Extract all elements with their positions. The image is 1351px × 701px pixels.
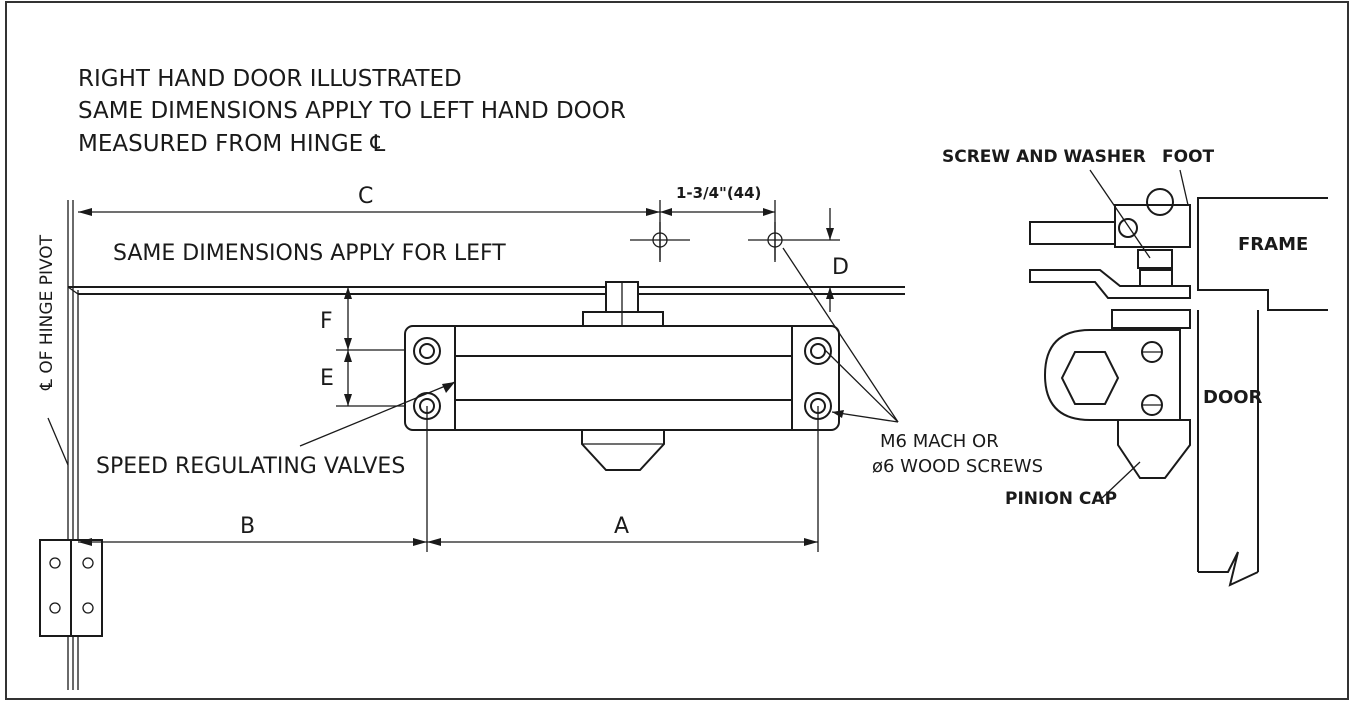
mounting-hole-top-right [804, 337, 832, 365]
screws-leader [782, 247, 899, 423]
speed-valves-label: SPEED REGULATING VALVES [96, 454, 405, 479]
note-measured-from-hinge: MEASURED FROM HINGE ℄ [78, 131, 385, 157]
dimension-b [78, 538, 427, 546]
hinge-pivot-label: ℄ OF HINGE PIVOT [37, 234, 57, 391]
pinion-cap-label: PINION CAP [1005, 489, 1117, 509]
note-right-hand-door: RIGHT HAND DOOR ILLUSTRATED [78, 66, 462, 92]
door-top-edge [67, 286, 905, 295]
frame-side-view [1197, 197, 1328, 311]
note-same-dimensions: SAME DIMENSIONS APPLY TO LEFT HAND DOOR [78, 98, 626, 124]
screw-washer-leader [1089, 169, 1151, 259]
dimension-f-label: F [320, 309, 333, 334]
closer-side-body [1043, 309, 1191, 479]
drawing-border [5, 1, 1349, 700]
hinge-pivot-leader [47, 417, 69, 466]
dimension-d [826, 208, 834, 312]
mounting-hole-top-left [413, 337, 441, 365]
frame-label: FRAME [1238, 234, 1308, 255]
speed-valves-leader [299, 381, 456, 447]
dimension-c-label: C [358, 184, 373, 209]
dimension-f-e [336, 287, 425, 407]
foot-label: FOOT [1162, 147, 1215, 167]
screws-label-line1: M6 MACH OR [880, 431, 999, 452]
dimension-a [426, 406, 819, 552]
dimension-d-label: D [832, 255, 849, 280]
foot-leader [1179, 169, 1189, 206]
template-hole-right [748, 222, 840, 260]
door-closer-body [404, 281, 840, 471]
dimension-a-label: A [614, 514, 629, 539]
template-hole-left [630, 222, 690, 260]
screws-label-line2: ø6 WOOD SCREWS [872, 456, 1043, 477]
dimension-c [78, 208, 660, 216]
door-side-view [1197, 310, 1259, 587]
dimension-e-label: E [320, 366, 334, 391]
dimension-spacing-label: 1-3/4"(44) [676, 184, 761, 202]
dimension-b-label: B [240, 514, 255, 539]
hinge-plate [39, 539, 103, 637]
door-label: DOOR [1203, 387, 1263, 408]
pinion-cap-leader [1101, 461, 1141, 499]
screw-washer-label: SCREW AND WASHER [942, 147, 1146, 167]
dimension-spacing [659, 200, 776, 262]
arm-and-foot [1029, 188, 1191, 299]
same-dimensions-left-note: SAME DIMENSIONS APPLY FOR LEFT [113, 241, 506, 266]
